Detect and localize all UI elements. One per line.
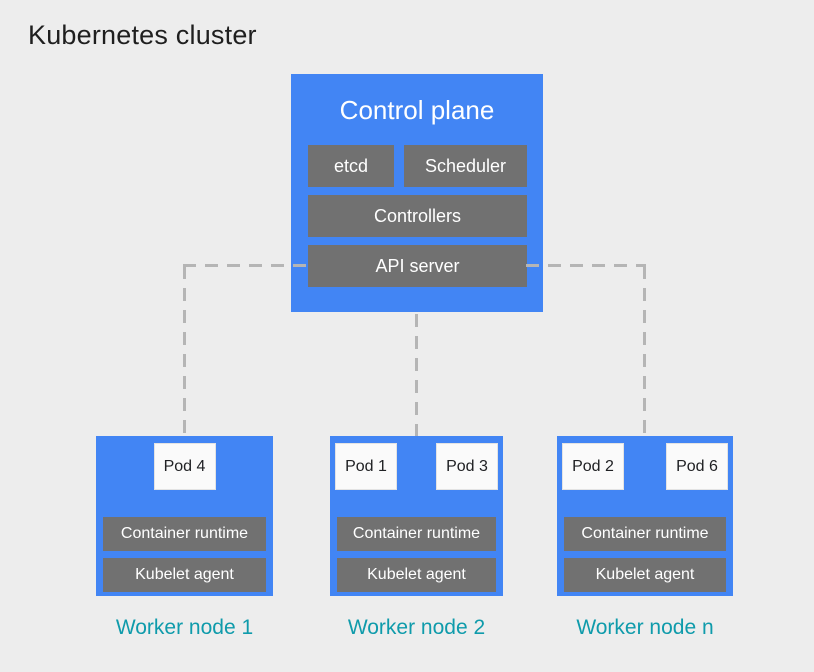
connector-vertical-right: [643, 266, 646, 436]
kubelet-agent-box: Kubelet agent: [337, 558, 496, 592]
connector-vertical-left: [183, 266, 186, 436]
pod-box: Pod 3: [436, 443, 498, 490]
pod-box: Pod 6: [666, 443, 728, 490]
api-server-box: API server: [308, 245, 527, 287]
pods-row: Pod 1 Pod 3: [335, 443, 498, 490]
scheduler-box: Scheduler: [404, 145, 527, 187]
connector-horizontal-left: [183, 264, 309, 267]
connector-vertical-center: [415, 314, 418, 436]
connector-horizontal-right: [526, 264, 646, 267]
worker-node-1-box: Pod 4 Container runtime Kubelet agent: [96, 436, 273, 596]
kubelet-agent-box: Kubelet agent: [103, 558, 266, 592]
pod-box: Pod 4: [153, 443, 216, 490]
container-runtime-box: Container runtime: [564, 517, 726, 551]
pods-row: Pod 2 Pod 6: [562, 443, 728, 490]
controllers-box: Controllers: [308, 195, 527, 237]
worker-node-n-label: Worker node n: [576, 616, 714, 639]
control-plane-components: etcd Scheduler Controllers API server: [308, 145, 527, 287]
pod-box: Pod 1: [335, 443, 397, 490]
pod-box: Pod 2: [562, 443, 624, 490]
control-plane-box: Control plane etcd Scheduler Controllers…: [291, 74, 543, 312]
worker-node-n-box: Pod 2 Pod 6 Container runtime Kubelet ag…: [557, 436, 733, 596]
container-runtime-box: Container runtime: [103, 517, 266, 551]
pods-row: Pod 4: [101, 443, 268, 490]
diagram-title: Kubernetes cluster: [28, 20, 257, 50]
worker-node-1-label: Worker node 1: [115, 616, 254, 639]
worker-node-2-box: Pod 1 Pod 3 Container runtime Kubelet ag…: [330, 436, 503, 596]
control-plane-title: Control plane: [339, 95, 495, 125]
worker-node-2-label: Worker node 2: [347, 616, 486, 639]
kubelet-agent-box: Kubelet agent: [564, 558, 726, 592]
etcd-box: etcd: [308, 145, 394, 187]
container-runtime-box: Container runtime: [337, 517, 496, 551]
